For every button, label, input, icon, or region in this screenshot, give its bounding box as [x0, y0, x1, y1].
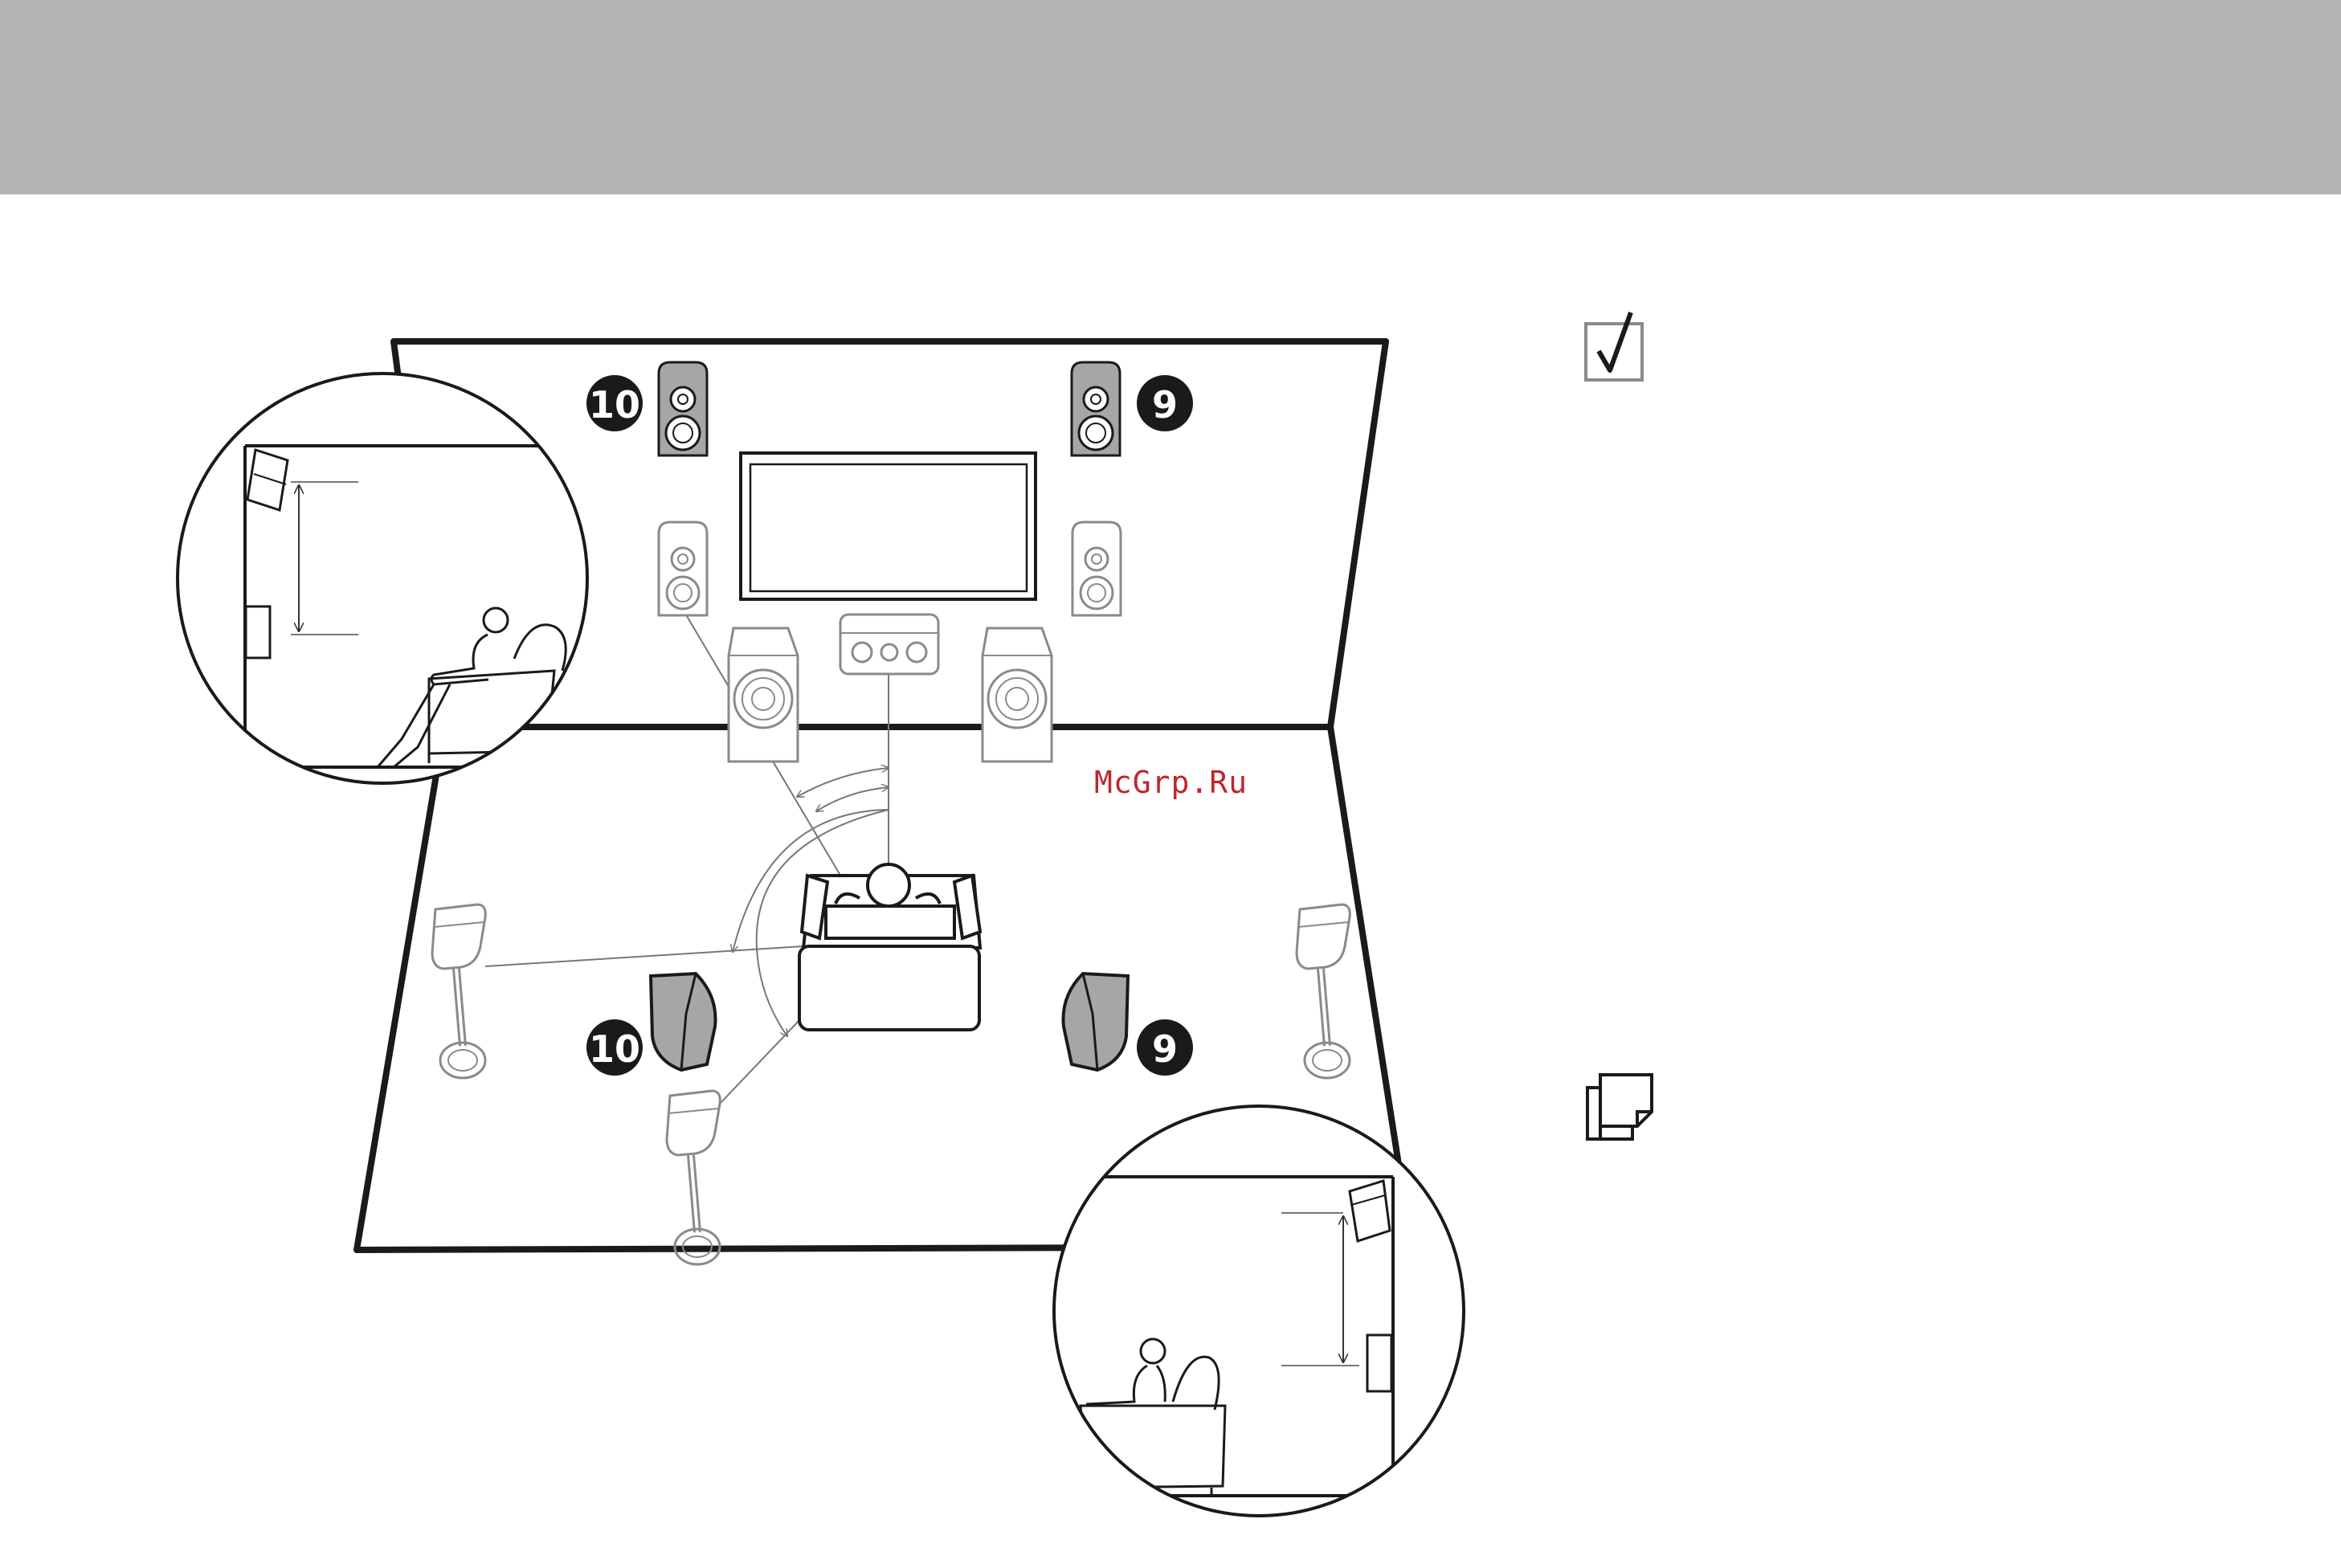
badge-rear-height-left: 10	[586, 1019, 643, 1076]
badge-front-high-right: 9	[1137, 375, 1193, 431]
surround-left-speaker	[432, 904, 485, 1078]
listener-sofa	[799, 864, 980, 1030]
badge-front-high-right-label: 9	[1152, 383, 1178, 427]
television	[741, 453, 1036, 599]
center-speaker	[840, 615, 938, 674]
subwoofer-left	[729, 628, 798, 762]
subwoofer-right	[983, 628, 1052, 762]
stacked-pages-icon	[1584, 1070, 1657, 1144]
inset-front-high-side-view	[178, 374, 594, 783]
rear-height-left-speaker	[651, 974, 716, 1070]
surround-right-speaker	[1297, 904, 1350, 1078]
front-right-speaker	[1072, 522, 1121, 615]
front-high-left-speaker	[659, 362, 707, 455]
rear-height-right-speaker	[1064, 974, 1129, 1070]
surround-back-left-speaker	[667, 1091, 720, 1264]
front-left-speaker	[659, 522, 707, 615]
badge-rear-height-right: 9	[1137, 1019, 1193, 1076]
inset-rear-height-side-view	[1054, 1106, 1464, 1516]
badge-front-high-left-label: 10	[589, 383, 640, 427]
front-high-right-speaker	[1072, 362, 1120, 455]
watermark-text: McGrp.Ru	[1094, 765, 1248, 800]
badge-rear-height-right-label: 9	[1152, 1027, 1178, 1071]
badge-front-high-left: 10	[586, 375, 643, 431]
badge-rear-height-left-label: 10	[589, 1027, 640, 1071]
checkmark-box-icon	[1583, 309, 1647, 382]
